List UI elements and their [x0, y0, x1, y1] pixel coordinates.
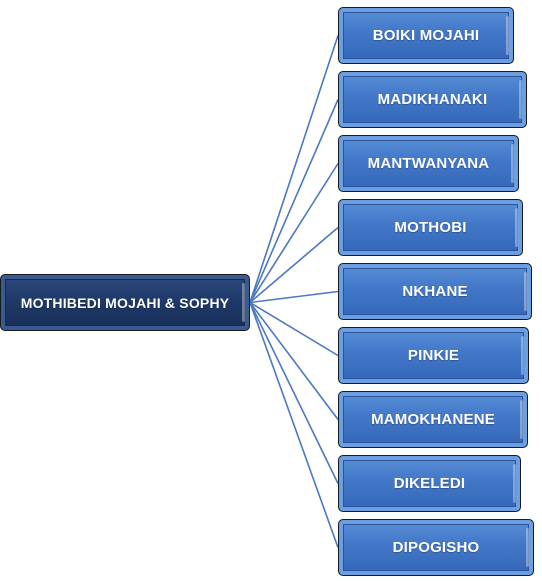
- child-node-boiki-mojahi[interactable]: BOIKI MOJAHI: [338, 7, 514, 64]
- child-node-label: DIKELEDI: [393, 475, 466, 492]
- child-node-label: BOIKI MOJAHI: [372, 27, 480, 44]
- child-node-dipogisho[interactable]: DIPOGISHO: [338, 519, 534, 576]
- child-node-pinkie[interactable]: PINKIE: [338, 327, 529, 384]
- child-node-label: MOTHOBI: [394, 219, 467, 236]
- connector-line: [249, 163, 339, 303]
- connector-line: [249, 99, 339, 303]
- child-node-mamokhanene[interactable]: MAMOKHANENE: [338, 391, 528, 448]
- connector-line: [249, 226, 339, 304]
- connector-line: [249, 301, 339, 357]
- connector-line: [249, 35, 339, 303]
- child-node-label: DIPOGISHO: [392, 539, 480, 556]
- root-node-label: MOTHIBEDI MOJAHI & SOPHY: [20, 294, 230, 311]
- child-node-nkhane[interactable]: NKHANE: [338, 263, 532, 320]
- child-node-mantwanyana[interactable]: MANTWANYANA: [338, 135, 519, 192]
- child-node-madikhanaki[interactable]: MADIKHANAKI: [338, 71, 527, 128]
- connector-line: [249, 302, 339, 420]
- child-node-label: MANTWANYANA: [367, 155, 490, 172]
- child-node-label: NKHANE: [402, 283, 468, 300]
- child-node-dikeledi[interactable]: DIKELEDI: [338, 455, 521, 512]
- child-node-label: MAMOKHANENE: [371, 411, 495, 428]
- connector-line: [249, 290, 339, 304]
- child-node-label: MADIKHANAKI: [377, 91, 488, 108]
- connector-line: [249, 302, 339, 484]
- root-node[interactable]: MOTHIBEDI MOJAHI & SOPHY: [0, 274, 250, 331]
- connector-line: [249, 302, 339, 548]
- child-node-label: PINKIE: [407, 347, 460, 364]
- child-node-mothobi[interactable]: MOTHOBI: [338, 199, 523, 256]
